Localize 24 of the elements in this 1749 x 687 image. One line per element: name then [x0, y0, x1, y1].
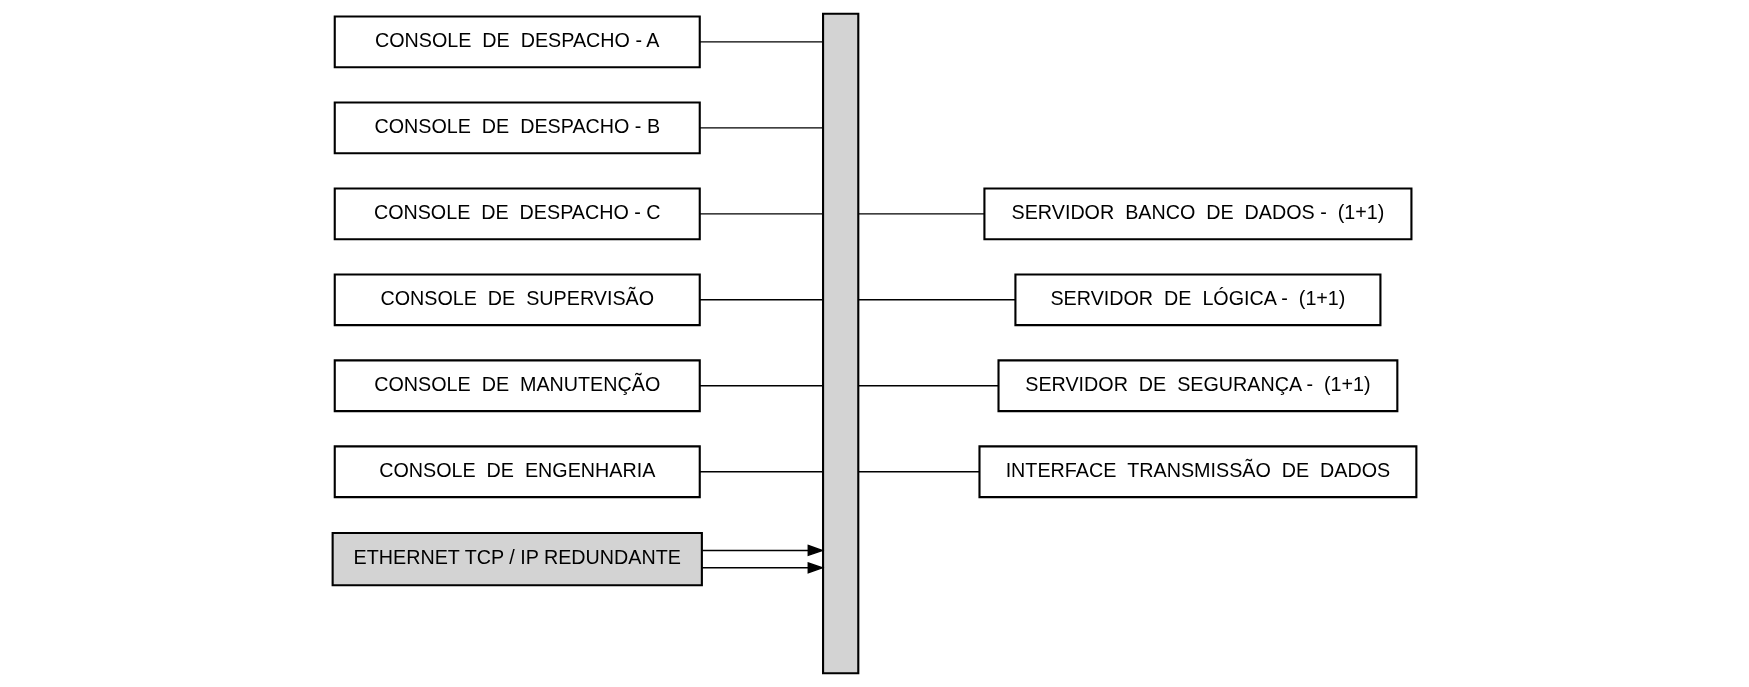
node-box: ETHERNET TCP / IP REDUNDANTE [331, 532, 703, 587]
connector [858, 471, 981, 473]
connector [699, 385, 824, 387]
node-bar [822, 12, 860, 675]
node-box: CONSOLE DE DESPACHO - C [333, 187, 701, 241]
node-box: CONSOLE DE MANUTENÇÃO [333, 359, 701, 413]
connector [699, 471, 824, 473]
connector [858, 299, 1016, 301]
connector [699, 127, 824, 129]
connector [699, 213, 824, 215]
arrow [701, 544, 825, 557]
node-box: CONSOLE DE DESPACHO - A [333, 15, 701, 69]
node-box: CONSOLE DE SUPERVISÃO [333, 273, 701, 327]
node-box: SERVIDOR BANCO DE DADOS - (1+1) [983, 187, 1413, 241]
node-box: SERVIDOR DE SEGURANÇA - (1+1) [997, 359, 1399, 413]
node-box: CONSOLE DE ENGENHARIA [333, 445, 701, 499]
node-box: SERVIDOR DE LÓGICA - (1+1) [1014, 273, 1382, 327]
node-box: INTERFACE TRANSMISSÃO DE DADOS [978, 445, 1418, 499]
arrow [701, 561, 825, 574]
connector [699, 299, 824, 301]
connector [858, 213, 985, 215]
node-box: CONSOLE DE DESPACHO - B [333, 101, 701, 155]
connector [858, 385, 1000, 387]
connector [699, 41, 824, 43]
